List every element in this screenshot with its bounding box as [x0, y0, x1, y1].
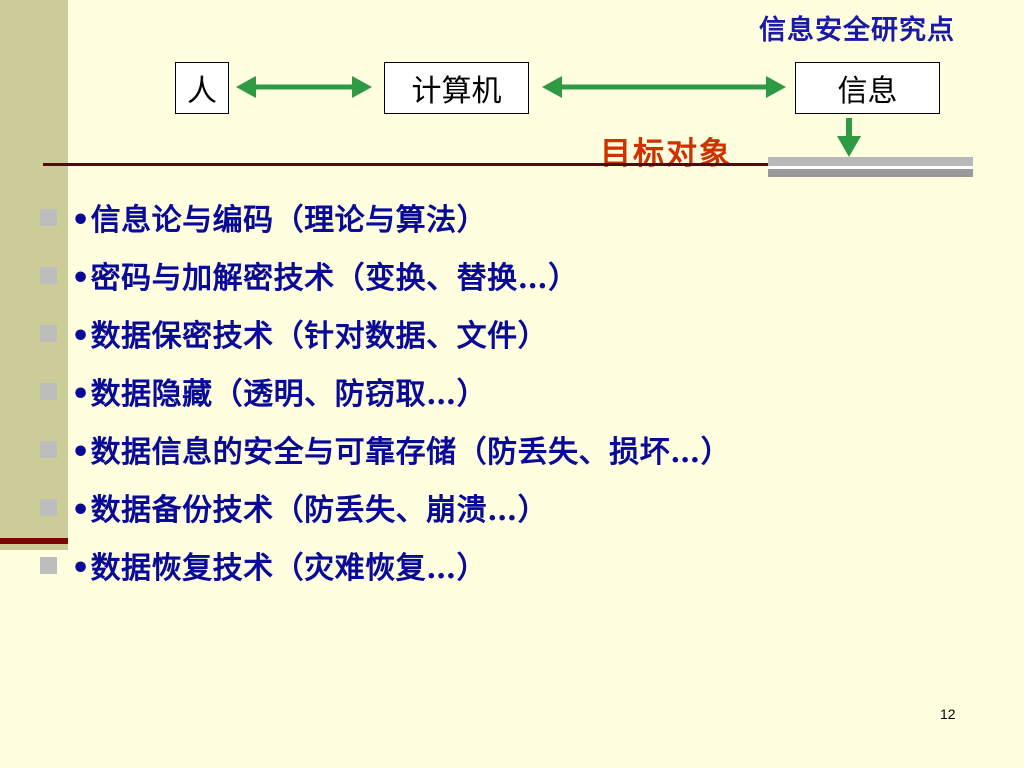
header-divider — [43, 163, 771, 166]
list-item: •密码与加解密技术（变换、替换…） — [40, 246, 731, 304]
target-object-label: 目标对象 — [600, 136, 732, 172]
square-bullet-icon — [40, 266, 57, 284]
diagram-arrows — [236, 76, 861, 157]
bullet-text: •信息论与编码（理论与算法） — [71, 203, 488, 238]
double-arrow-computer-info — [542, 76, 786, 98]
bullet-text: •密码与加解密技术（变换、替换…） — [71, 261, 579, 296]
header-gray-bar — [768, 157, 973, 177]
page-number: 12 — [940, 706, 956, 722]
bullet-text: •数据恢复技术（灾难恢复…） — [71, 551, 488, 586]
list-item: •数据恢复技术（灾难恢复…） — [40, 536, 731, 594]
list-item: •数据隐藏（透明、防窃取…） — [40, 362, 731, 420]
list-item: •数据保密技术（针对数据、文件） — [40, 304, 731, 362]
box-info: 信息 — [795, 62, 940, 114]
bullet-list: •信息论与编码（理论与算法） •密码与加解密技术（变换、替换…） •数据保密技术… — [40, 188, 731, 594]
bullet-text: •数据备份技术（防丢失、崩溃…） — [71, 493, 549, 528]
square-bullet-icon — [40, 382, 57, 400]
list-item: •数据信息的安全与可靠存储（防丢失、损坏…） — [40, 420, 731, 478]
square-bullet-icon — [40, 440, 57, 458]
square-bullet-icon — [40, 498, 57, 516]
left-decor-line — [0, 538, 68, 544]
bullet-text: •数据保密技术（针对数据、文件） — [71, 319, 549, 354]
square-bullet-icon — [40, 208, 57, 226]
list-item: •数据备份技术（防丢失、崩溃…） — [40, 478, 731, 536]
box-person: 人 — [175, 62, 229, 114]
bullet-text: •数据信息的安全与可靠存储（防丢失、损坏…） — [71, 435, 732, 470]
box-computer: 计算机 — [384, 62, 529, 114]
double-arrow-person-computer — [236, 76, 372, 98]
square-bullet-icon — [40, 556, 57, 574]
slide-corner-title: 信息安全研究点 — [759, 15, 955, 46]
square-bullet-icon — [40, 324, 57, 342]
down-arrow-info — [837, 118, 861, 157]
bullet-text: •数据隐藏（透明、防窃取…） — [71, 377, 488, 412]
list-item: •信息论与编码（理论与算法） — [40, 188, 731, 246]
